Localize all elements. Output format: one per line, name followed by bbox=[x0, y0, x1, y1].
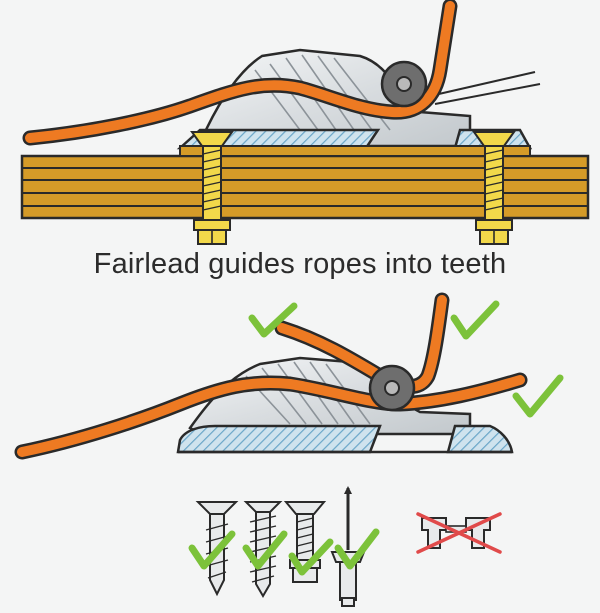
top-left-screw bbox=[190, 131, 234, 245]
caption-text: Fairlead guides ropes into teeth bbox=[93, 248, 507, 280]
top-rope-fill bbox=[25, 1, 455, 143]
middle-cleat-base-right bbox=[446, 424, 514, 454]
top-right-screw bbox=[472, 131, 516, 245]
checkmark-icon bbox=[188, 530, 236, 570]
pop-rivet-icon bbox=[330, 486, 366, 607]
checkmark-icon bbox=[288, 538, 334, 576]
middle-cleat-teeth bbox=[245, 361, 371, 425]
fasteners-row bbox=[188, 486, 502, 607]
self-tapping-screw-icon bbox=[243, 501, 283, 598]
top-roller bbox=[380, 60, 428, 108]
middle-rope-lower bbox=[17, 375, 525, 457]
checkmark-icon bbox=[248, 302, 298, 338]
top-cleat-assembly bbox=[20, 0, 590, 245]
checkmark-icon bbox=[512, 374, 564, 418]
middle-cleat-assembly bbox=[14, 292, 564, 460]
checkmark-icon bbox=[450, 300, 500, 340]
middle-cleat-base bbox=[176, 424, 382, 454]
checkmark-icon bbox=[242, 530, 288, 570]
checkmark-icon bbox=[334, 528, 380, 570]
middle-roller bbox=[368, 364, 416, 412]
cross-icon bbox=[416, 512, 502, 554]
top-thin-lines bbox=[429, 71, 541, 105]
